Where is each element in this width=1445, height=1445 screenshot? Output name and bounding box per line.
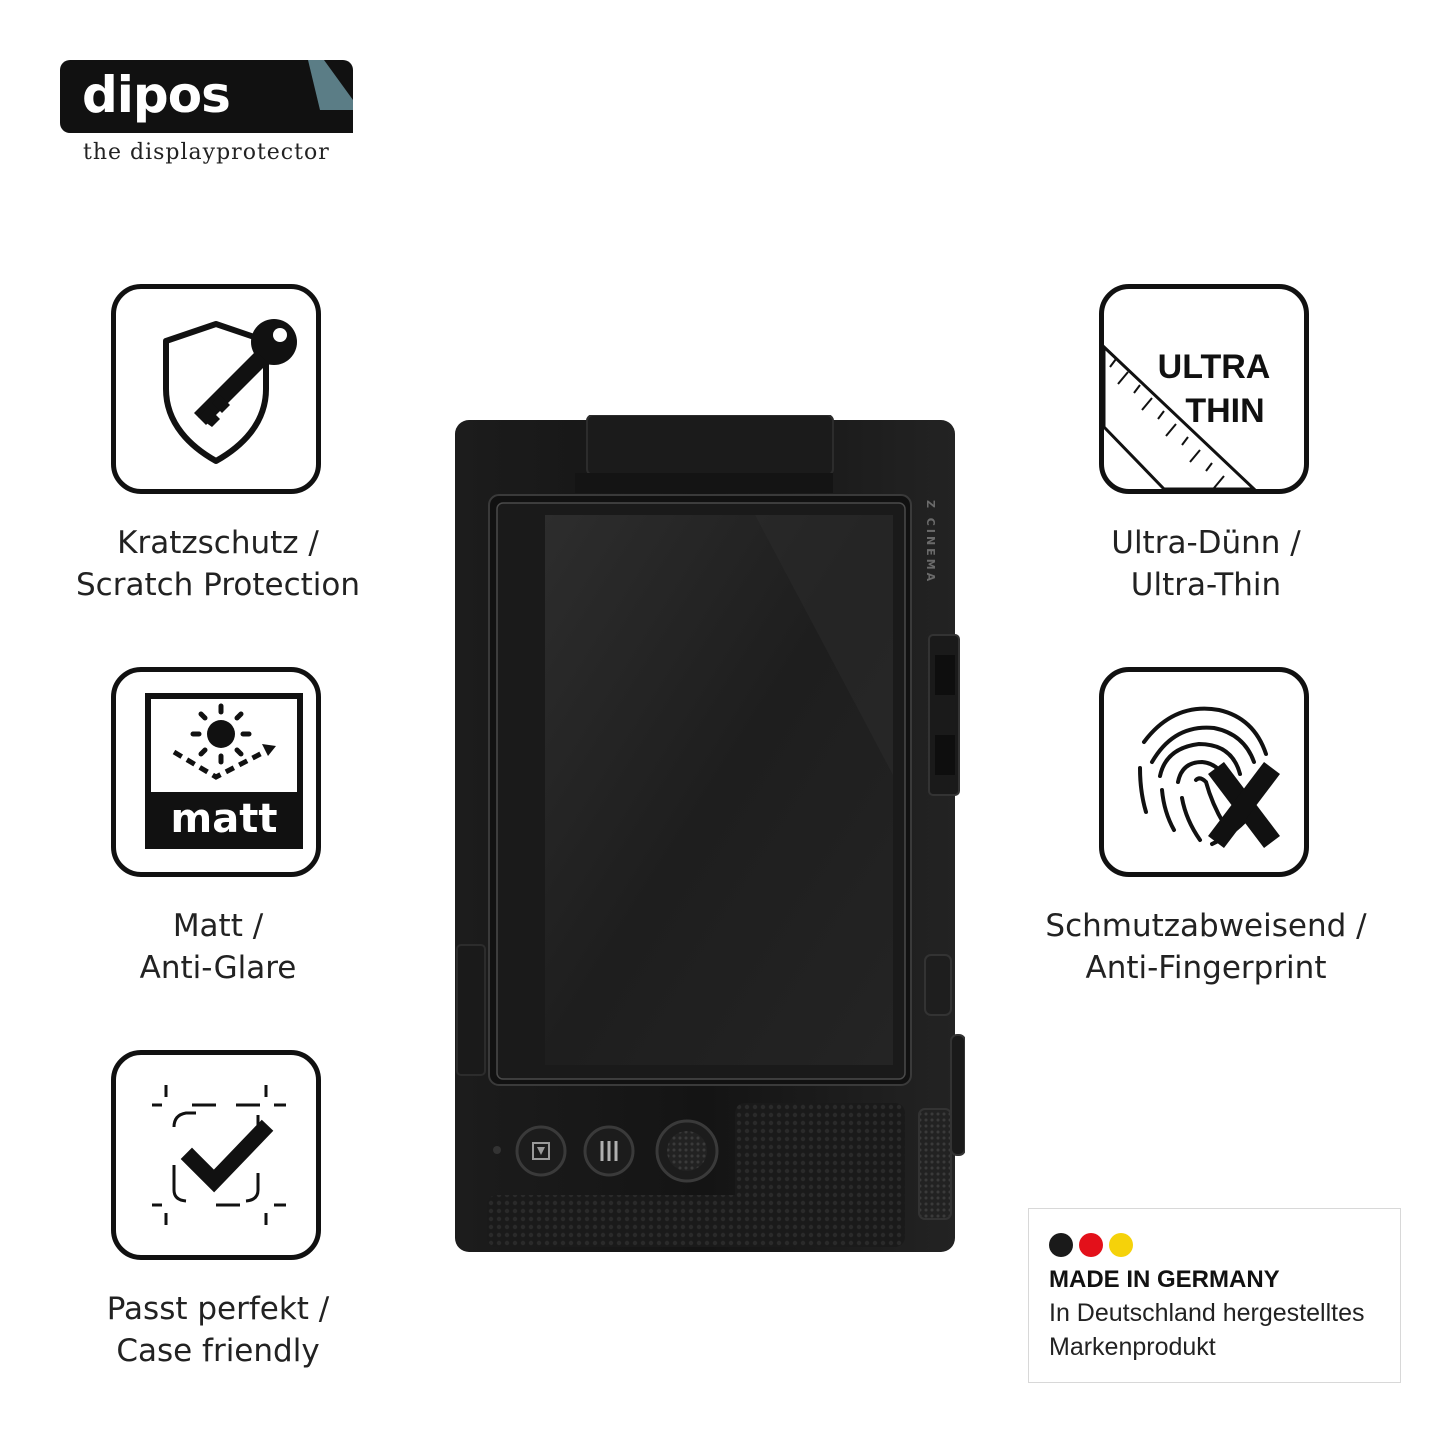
thin-label: THIN (1185, 392, 1265, 430)
ultra-thin-caption: Ultra-Dünn / Ultra-Thin (1111, 525, 1301, 603)
german-flag-dots (1049, 1233, 1139, 1261)
camera-side-label: Z CINEMA (924, 500, 937, 585)
logo-wordmark: dipos (82, 66, 231, 124)
flag-dot-gold (1109, 1233, 1133, 1257)
matt-tile: matt (111, 667, 321, 877)
peel-corner-icon (298, 60, 353, 133)
ultra-thin-tile: ULTRA THIN (1099, 284, 1309, 494)
flag-dot-red (1079, 1233, 1103, 1257)
logo-tagline: the displayprotector (83, 140, 330, 165)
camera-illustration (455, 414, 966, 1252)
ultra-label: ULTRA (1157, 348, 1271, 386)
ultra-thin-badge: ULTRA THIN (1144, 345, 1284, 433)
case-friendly-tile (111, 1050, 321, 1260)
fingerprint-cross-icon (1138, 706, 1280, 849)
shield-key-icon (163, 319, 297, 464)
matt-badge-label: matt (170, 796, 278, 842)
scratch-protection-tile (111, 284, 321, 494)
scratch-protection-caption: Kratzschutz / Scratch Protection (76, 525, 360, 603)
sun-reflection-icon (145, 693, 303, 849)
matt-caption: Matt / Anti-Glare (139, 908, 297, 986)
case-friendly-caption: Passt perfekt / Case friendly (106, 1291, 330, 1369)
anti-fingerprint-tile (1099, 667, 1309, 877)
flag-dot-black (1049, 1233, 1073, 1257)
brand-logo: dipos (60, 60, 353, 133)
made-in-germany-title: MADE IN GERMANY (1049, 1266, 1280, 1293)
camera-product-image: Z CINEMA (455, 414, 966, 1255)
ruler-icon (1104, 343, 1258, 489)
anti-fingerprint-caption: Schmutzabweisend / Anti-Fingerprint (1045, 908, 1367, 986)
made-in-germany-line2: Markenprodukt (1049, 1333, 1216, 1361)
checkmark-frame-icon (152, 1085, 286, 1225)
made-in-germany-badge: MADE IN GERMANY In Deutschland hergestel… (1028, 1208, 1401, 1383)
made-in-germany-line1: In Deutschland hergestelltes (1049, 1299, 1365, 1327)
